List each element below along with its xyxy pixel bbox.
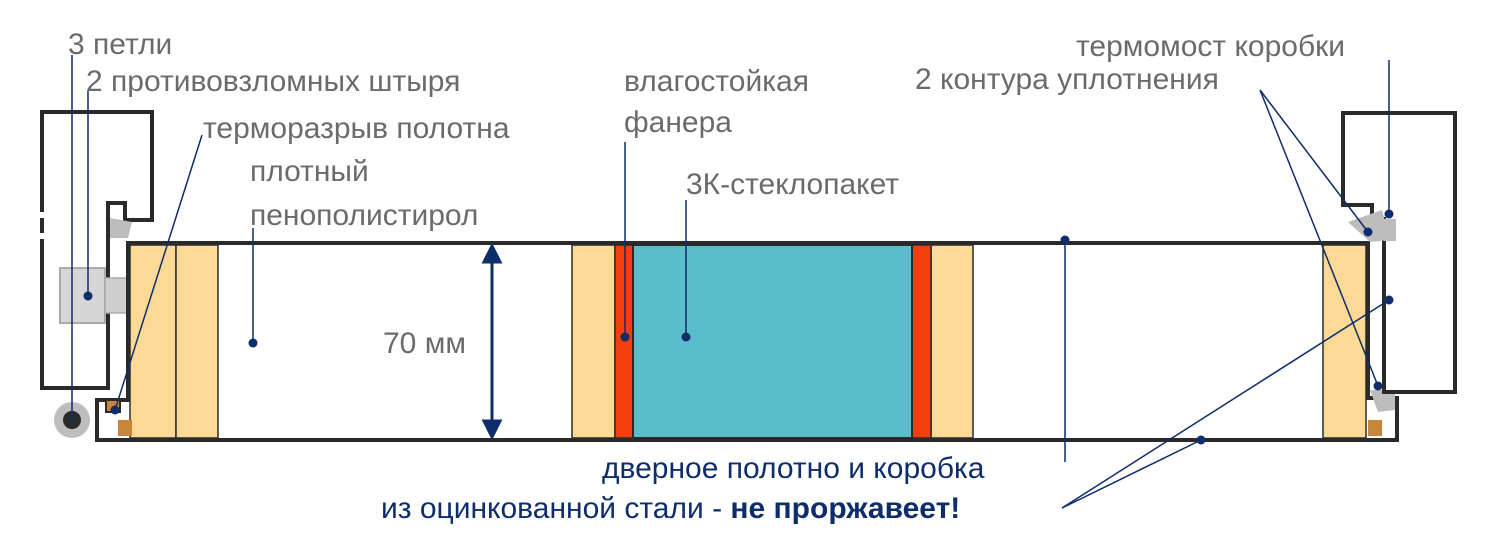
glass-unit	[632, 244, 913, 439]
label-pins: 2 противовзломных штыря	[86, 65, 461, 98]
label-hinges: 3 петли	[68, 28, 173, 61]
label-steel-line2: из оцинкованной стали - не проржавеет!	[381, 492, 960, 526]
label-foam-line1: плотный	[250, 155, 369, 188]
wood-block-glass-right	[930, 244, 974, 439]
left-bottom-brass	[118, 420, 132, 436]
label-plywood-line1: влагостойкая	[624, 65, 809, 98]
plywood-strip-left	[614, 244, 634, 439]
label-glass: 3К-стеклопакет	[686, 168, 900, 201]
right-bottom-brass	[1368, 420, 1382, 436]
label-leaf-thermal-break: терморазрыв полотна	[203, 112, 510, 145]
hinge-block	[59, 267, 106, 324]
wood-block-right	[1322, 244, 1367, 439]
thickness-arrow	[481, 242, 503, 441]
wood-block-left-1	[129, 244, 177, 439]
left-frame-seal	[110, 218, 132, 238]
wood-block-left-2	[175, 244, 219, 439]
label-steel-prefix: из оцинкованной стали -	[381, 492, 731, 525]
label-steel-bold: не проржавеет!	[730, 492, 961, 525]
label-thickness: 70 мм	[383, 327, 466, 360]
plywood-strip-right	[911, 244, 932, 439]
leader-dots	[83, 209, 1394, 445]
label-seals: 2 контура уплотнения	[915, 63, 1219, 96]
label-steel-line1: дверное полотно и коробка	[602, 452, 985, 485]
leader-lines	[71, 55, 1390, 509]
right-bottom-seal	[1370, 390, 1395, 412]
label-plywood-line2: фанера	[624, 106, 732, 139]
label-frame-thermal-bridge: термомост коробки	[1076, 30, 1346, 63]
left-frame-profile	[40, 110, 154, 390]
label-foam-line2: пенополистирол	[250, 199, 479, 232]
right-frame-seal	[1348, 210, 1390, 242]
wood-block-glass-left	[571, 244, 616, 439]
